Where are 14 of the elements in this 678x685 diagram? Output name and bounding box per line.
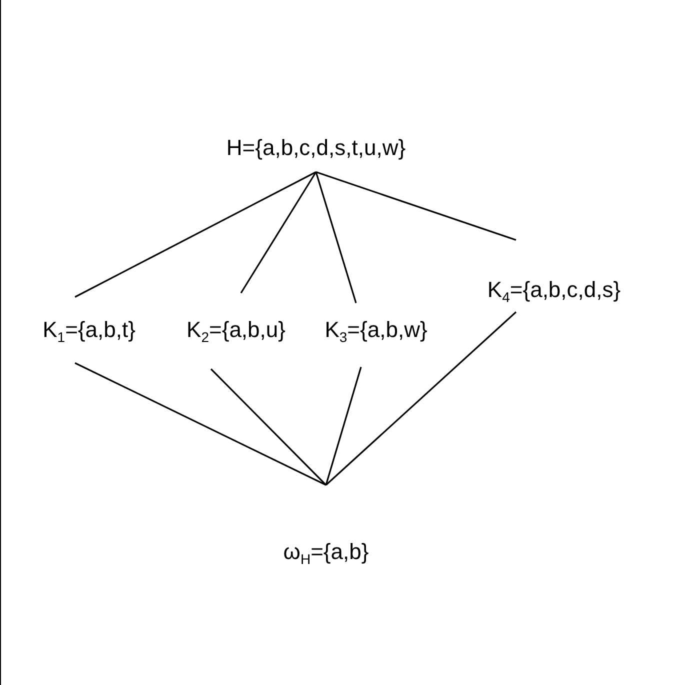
connector-line xyxy=(210,368,327,486)
set-label: ω$_{H}$={a,b} xyxy=(283,539,369,564)
connector-line xyxy=(325,311,517,486)
connector-line xyxy=(325,366,362,486)
set-label: K$_{3}$={a,b,w} xyxy=(324,317,428,342)
connector-line xyxy=(315,172,357,304)
connector-line xyxy=(74,171,316,298)
set-label: K$_{4}$={a,b,c,d,s} xyxy=(487,277,621,302)
set-label: K$_{1}$={a,b,t} xyxy=(42,317,136,342)
set-label: K$_{2}$={a,b,u} xyxy=(186,317,286,342)
connector-line xyxy=(74,362,326,486)
set-label: H={a,b,c,d,s,t,u,w} xyxy=(226,135,406,160)
connector-line xyxy=(316,171,516,241)
connector-line xyxy=(240,172,317,294)
